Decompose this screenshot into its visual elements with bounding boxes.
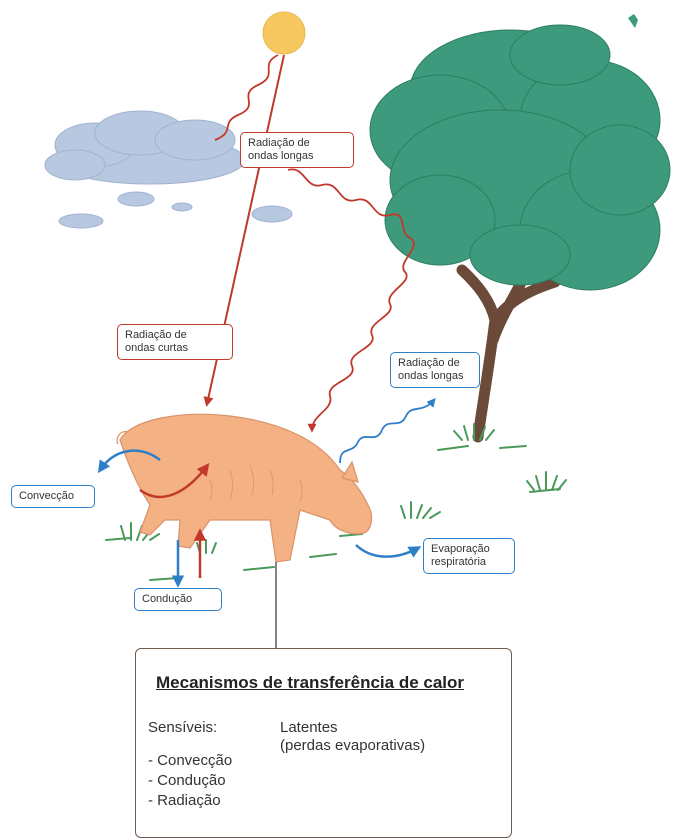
sun-icon: [263, 12, 305, 54]
shortwave-label: Radiação de ondas curtas: [117, 324, 233, 360]
list-item: - Condução: [148, 771, 232, 791]
summary-title: Mecanismos de transferência de calor: [156, 673, 464, 693]
pig-icon: [117, 414, 371, 562]
small-cloud-icon: [59, 192, 292, 228]
summary-box: Mecanismos de transferência de calor Sen…: [135, 648, 512, 838]
longwave-sky-label-line1: Radiação de: [248, 137, 346, 150]
conduction-label: Condução: [134, 588, 222, 611]
latent-heading: Latentes (perdas evaporativas): [280, 719, 425, 755]
longwave-sky-label: Radiação de ondas longas: [240, 132, 354, 168]
evaporation-label-line1: Evaporação: [431, 543, 507, 556]
list-item: - Radiação: [148, 791, 232, 811]
longwave-pig-label: Radiação de ondas longas: [390, 352, 480, 388]
convection-label: Convecção: [11, 485, 95, 508]
list-item: - Convecção: [148, 751, 232, 771]
longwave-sky-label-line2: ondas longas: [248, 150, 346, 163]
evaporation-label-line2: respiratória: [431, 556, 507, 569]
sensible-heading: Sensíveis:: [148, 719, 217, 736]
longwave-pig-label-line2: ondas longas: [398, 370, 472, 383]
latent-heading-line1: Latentes: [280, 719, 425, 737]
cloud-icon: [45, 111, 245, 184]
latent-heading-line2: (perdas evaporativas): [280, 737, 425, 755]
conduction-label-text: Condução: [142, 593, 214, 606]
evaporation-arrow: [356, 545, 418, 557]
shortwave-label-line2: ondas curtas: [125, 342, 225, 355]
sensible-list: - Convecção - Condução - Radiação: [148, 751, 232, 811]
shortwave-label-line1: Radiação de: [125, 329, 225, 342]
longwave-pig-label-line1: Radiação de: [398, 357, 472, 370]
longwave-pig-emission-arrow: [340, 400, 434, 463]
convection-label-text: Convecção: [19, 490, 87, 503]
evaporation-label: Evaporação respiratória: [423, 538, 515, 574]
